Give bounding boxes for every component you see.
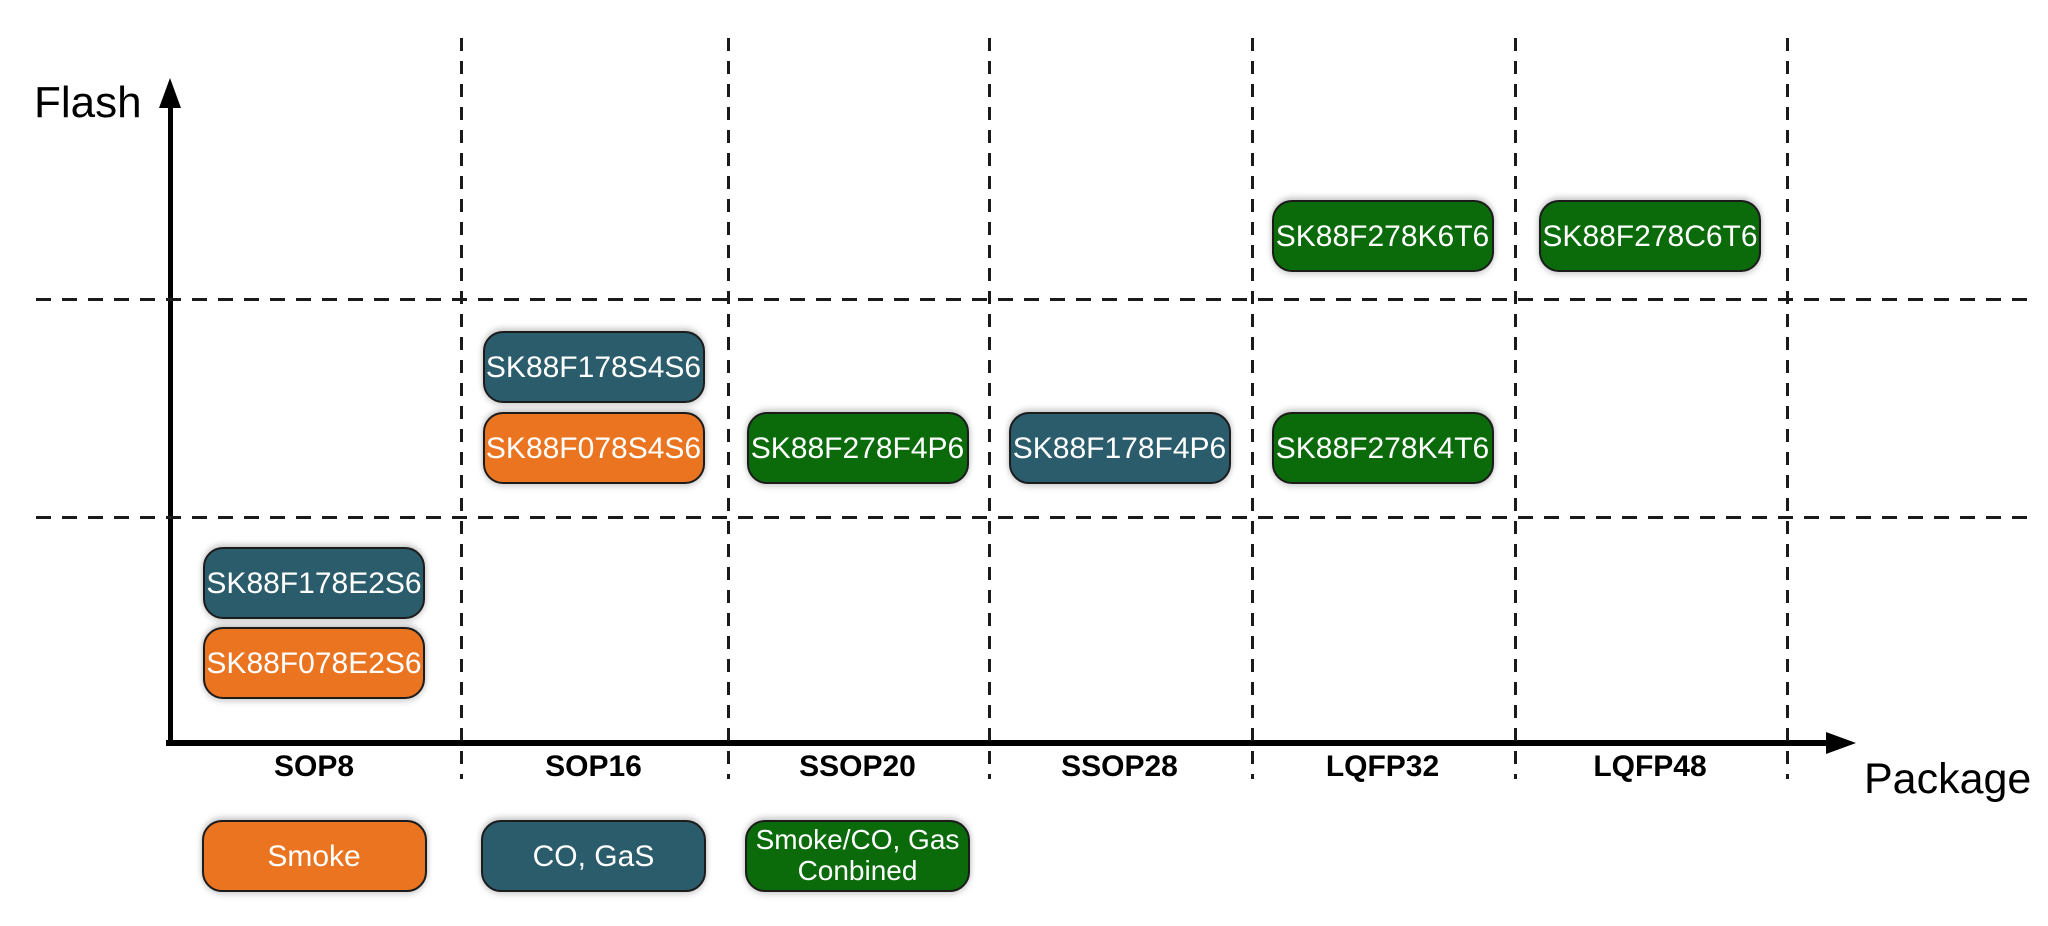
x-tick-label-sop16: SOP16: [545, 750, 642, 783]
grid-vline: [460, 38, 463, 779]
chip-sk88f178s4s6: SK88F178S4S6: [482, 331, 705, 403]
grid-vline: [1786, 38, 1789, 779]
grid-vline: [727, 38, 730, 779]
chip-sk88f278k4t6: SK88F278K4T6: [1271, 412, 1494, 484]
y-axis-line: [168, 104, 173, 746]
x-axis-line: [166, 740, 1828, 746]
chip-sk88f278f4p6: SK88F278F4P6: [746, 412, 969, 484]
chip-sk88f278c6t6: SK88F278C6T6: [1539, 200, 1761, 272]
x-axis-arrowhead-icon: [1826, 732, 1856, 754]
x-tick-label-lqfp48: LQFP48: [1593, 750, 1707, 783]
y-axis-arrowhead-icon: [159, 78, 181, 108]
grid-vline: [1251, 38, 1254, 779]
x-tick-label-ssop28: SSOP28: [1061, 750, 1178, 783]
chip-sk88f278k6t6: SK88F278K6T6: [1271, 200, 1494, 272]
chip-sk88f178e2s6: SK88F178E2S6: [203, 547, 425, 619]
grid-vline: [1514, 38, 1517, 779]
x-tick-label-sop8: SOP8: [273, 750, 355, 783]
grid-hline: [36, 298, 2036, 301]
legend-item-smoke: Smoke: [201, 820, 427, 892]
legend-item-co_gas: CO, GaS: [481, 820, 706, 892]
x-axis-title: Package: [1864, 755, 2032, 803]
grid-vline: [988, 38, 991, 779]
chip-sk88f078e2s6: SK88F078E2S6: [203, 627, 425, 699]
chip-sk88f178f4p6: SK88F178F4P6: [1008, 412, 1231, 484]
x-tick-label-ssop20: SSOP20: [799, 750, 916, 783]
legend-label: CO, GaS: [532, 839, 655, 873]
chip-sk88f078s4s6: SK88F078S4S6: [482, 412, 705, 484]
y-axis-title: Flash: [34, 78, 142, 127]
legend-label: Smoke/CO, Gas: [755, 824, 960, 856]
x-tick-label-lqfp32: LQFP32: [1325, 750, 1440, 783]
grid-hline: [36, 516, 2036, 519]
legend-label: Conbined: [797, 855, 918, 886]
legend-label: Smoke: [267, 839, 361, 873]
